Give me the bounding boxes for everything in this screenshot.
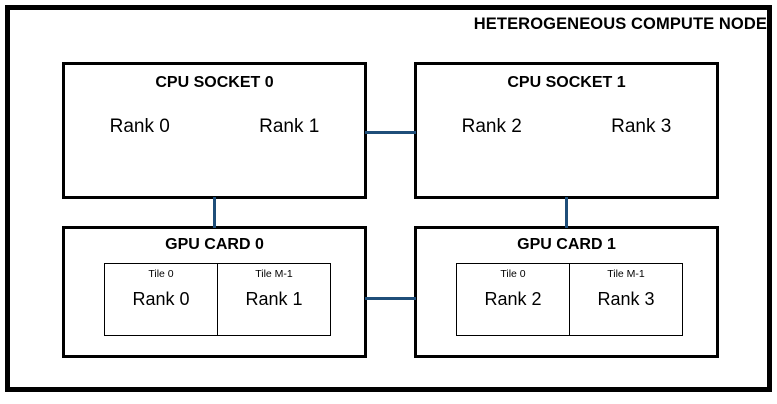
gpu-card-1-tile-0-name: Tile 0 bbox=[500, 268, 526, 280]
gpu-card-0-tile-0[interactable]: Tile 0 Rank 0 bbox=[105, 264, 217, 335]
cpu-socket-1-rank-1: Rank 3 bbox=[611, 116, 672, 137]
cpu-socket-0-ranks: Rank 0 Rank 1 bbox=[65, 117, 364, 136]
gpu-card-1-title: GPU CARD 1 bbox=[517, 236, 616, 253]
gpu-card-1-tile-m-1[interactable]: Tile M-1 Rank 3 bbox=[569, 264, 682, 335]
cpu-socket-1-rank-0: Rank 2 bbox=[461, 116, 522, 137]
gpu-card-0-tiles: Tile 0 Rank 0 Tile M-1 Rank 1 bbox=[104, 263, 331, 336]
connector-cpu1-to-gpu1 bbox=[565, 197, 568, 228]
gpu-card-0-tile-m-1[interactable]: Tile M-1 Rank 1 bbox=[217, 264, 330, 335]
gpu-card-0-title: GPU CARD 0 bbox=[165, 236, 264, 253]
gpu-card-1-tiles: Tile 0 Rank 2 Tile M-1 Rank 3 bbox=[456, 263, 683, 336]
gpu-card-0-tile-0-name: Tile 0 bbox=[148, 268, 174, 280]
connector-cpu0-to-gpu0 bbox=[213, 197, 216, 228]
cpu-socket-1-box[interactable]: CPU SOCKET 1 Rank 2 Rank 3 bbox=[414, 62, 719, 199]
page-title: HETEROGENEOUS COMPUTE NODE bbox=[473, 15, 767, 33]
gpu-card-0-box[interactable]: GPU CARD 0 Tile 0 Rank 0 Tile M-1 Rank 1 bbox=[62, 226, 367, 358]
cpu-socket-0-title: CPU SOCKET 0 bbox=[155, 74, 274, 91]
gpu-card-0-tile-m-1-name: Tile M-1 bbox=[255, 268, 293, 280]
heterogeneous-compute-node-frame: HETEROGENEOUS COMPUTE NODE CPU SOCKET 0 … bbox=[5, 5, 772, 392]
cpu-socket-0-rank-0: Rank 0 bbox=[109, 116, 170, 137]
gpu-card-1-box[interactable]: GPU CARD 1 Tile 0 Rank 2 Tile M-1 Rank 3 bbox=[414, 226, 719, 358]
gpu-card-0-tile-m-1-rank: Rank 1 bbox=[245, 288, 303, 309]
gpu-card-1-tile-0[interactable]: Tile 0 Rank 2 bbox=[457, 264, 569, 335]
gpu-card-0-tile-0-rank: Rank 0 bbox=[132, 288, 190, 309]
cpu-socket-1-title: CPU SOCKET 1 bbox=[507, 74, 626, 91]
gpu-card-1-tile-m-1-rank: Rank 3 bbox=[597, 288, 655, 309]
gpu-card-1-tile-0-rank: Rank 2 bbox=[484, 288, 542, 309]
connector-gpu0-to-gpu1 bbox=[365, 297, 416, 300]
cpu-socket-0-box[interactable]: CPU SOCKET 0 Rank 0 Rank 1 bbox=[62, 62, 367, 199]
cpu-socket-0-rank-1: Rank 1 bbox=[259, 116, 320, 137]
connector-cpu0-to-cpu1 bbox=[365, 131, 416, 134]
gpu-card-1-tile-m-1-name: Tile M-1 bbox=[607, 268, 645, 280]
cpu-socket-1-ranks: Rank 2 Rank 3 bbox=[417, 117, 716, 136]
